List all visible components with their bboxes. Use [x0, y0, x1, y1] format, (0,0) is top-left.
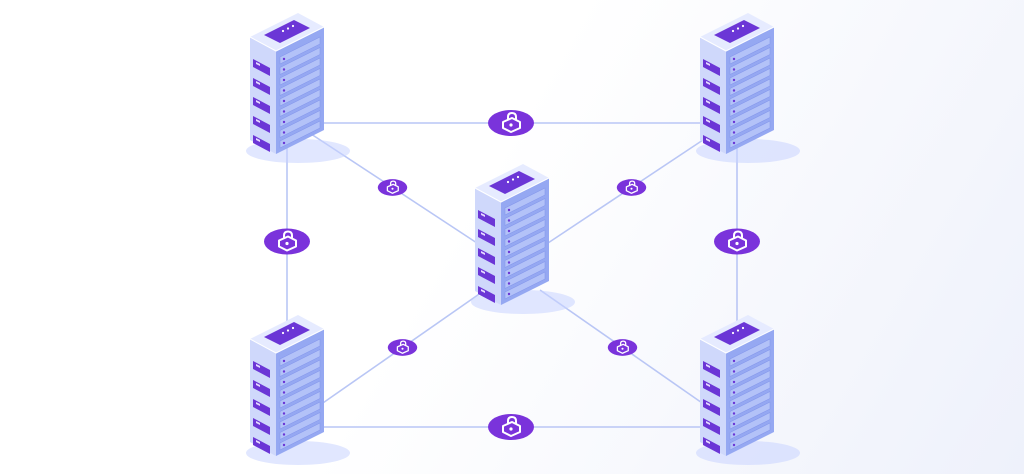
server-rack-icon — [246, 13, 350, 163]
lock-badges — [264, 110, 760, 440]
server-rack-icon — [246, 315, 350, 465]
padlock-icon — [616, 179, 647, 196]
padlock-icon — [488, 414, 534, 440]
padlock-icon — [607, 339, 638, 356]
server-rack-icon — [696, 13, 800, 163]
servers — [246, 13, 800, 465]
server-rack-icon — [471, 164, 575, 314]
padlock-icon — [264, 228, 310, 255]
server-rack-icon — [696, 315, 800, 465]
padlock-icon — [377, 179, 408, 196]
padlock-icon — [714, 228, 760, 255]
padlock-icon — [387, 339, 418, 356]
padlock-icon — [488, 110, 534, 136]
